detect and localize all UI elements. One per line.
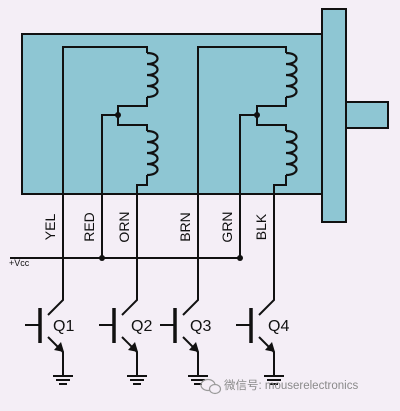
transistor-q2: Q2 <box>99 258 152 385</box>
wire-label-grn: GRN <box>219 211 235 242</box>
wire-label-orn: ORN <box>116 211 132 242</box>
winding-right <box>197 46 298 258</box>
transistor-q3-label: Q3 <box>190 318 211 335</box>
transistor-q4-label: Q4 <box>268 318 289 335</box>
wire-label-brn: BRN <box>177 212 193 242</box>
supply-label: +Vcc <box>9 258 30 268</box>
wire-label-blk: BLK <box>253 213 269 240</box>
wire-label-red: RED <box>81 212 97 242</box>
supply-junction-red <box>99 255 105 261</box>
transistor-q1-label: Q1 <box>53 318 74 335</box>
stepper-motor <box>21 8 389 223</box>
motor-flange <box>321 8 347 223</box>
transistor-q4: Q4 <box>236 258 289 385</box>
transistor-q3: Q3 <box>160 258 211 385</box>
motor-body <box>21 33 326 195</box>
wire-labels: YEL RED ORN BRN GRN BLK <box>42 211 269 242</box>
winding-left <box>62 46 159 258</box>
wire-label-yel: YEL <box>42 214 58 241</box>
supply-junction-grn <box>237 255 243 261</box>
winding-left-center-tap-junction <box>115 112 121 118</box>
wechat-icon <box>200 378 222 395</box>
supply-rail: +Vcc <box>9 255 243 268</box>
winding-right-center-tap-junction <box>254 112 260 118</box>
watermark-text: 微信号: mouserelectronics <box>224 378 358 392</box>
motor-shaft <box>345 101 389 129</box>
transistor-q2-label: Q2 <box>131 318 152 335</box>
transistor-q1: Q1 <box>25 258 74 385</box>
watermark: 微信号: mouserelectronics <box>200 378 358 395</box>
